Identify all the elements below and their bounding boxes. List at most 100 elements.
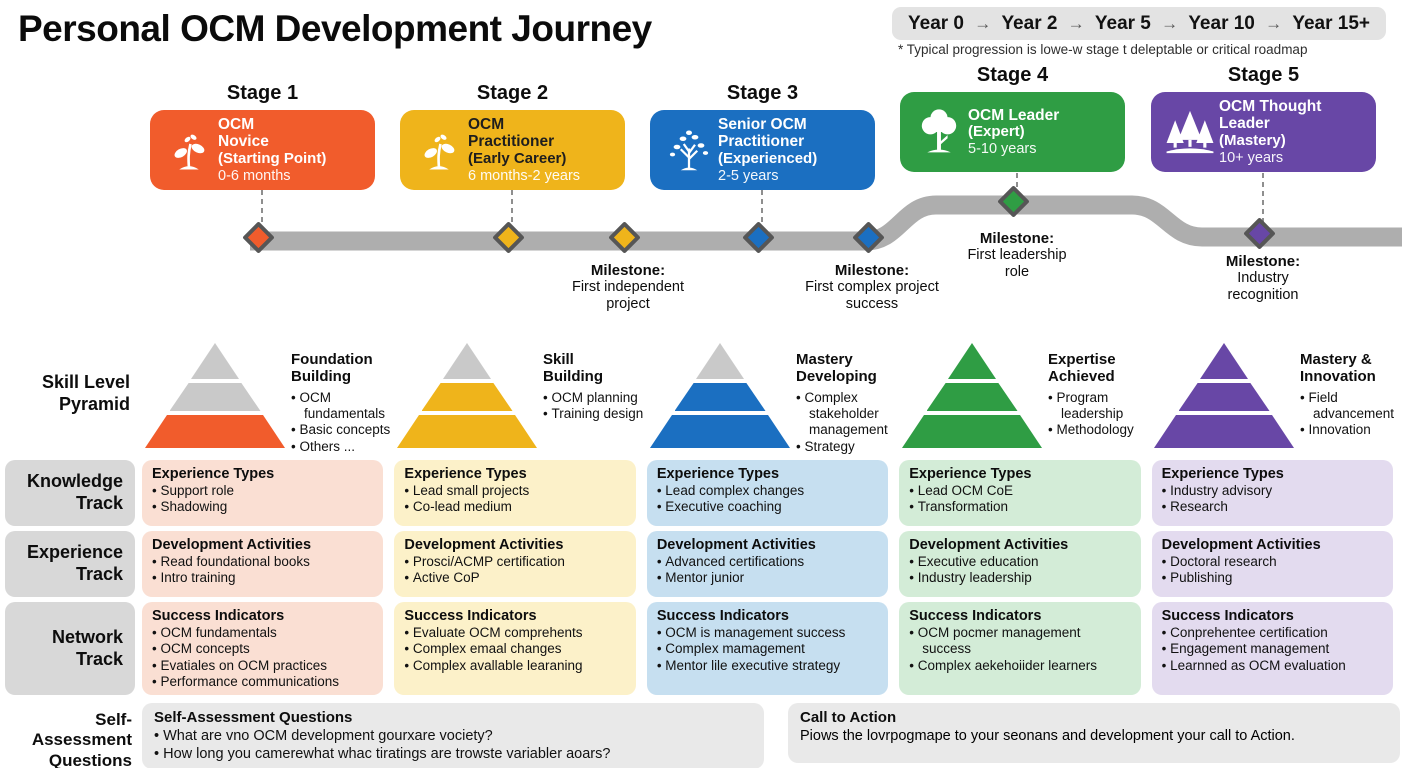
self-assessment-box: Self-Assessment Questions What are vno O… — [142, 703, 764, 768]
milestone-label-1: Milestone: First independent project — [571, 262, 685, 313]
track-label-network: Network Track — [5, 602, 135, 695]
stage-1-subtitle: (Starting Point) — [218, 149, 327, 167]
stage-4-header: Stage 4 — [976, 64, 1049, 86]
bullet-item: Innovation — [1300, 422, 1404, 438]
stage-4-subtitle: (Expert) — [968, 123, 1025, 141]
track-cell: Development Activities Executive educati… — [899, 531, 1141, 597]
track-cell: Development Activities Prosci/ACMP certi… — [394, 531, 636, 597]
road-path — [250, 195, 1402, 251]
stage-5-card: OCM Thought Leader (Mastery) 10+ years — [1151, 92, 1376, 172]
bullet-item: Publishing — [1162, 570, 1383, 586]
track-label-knowledge: Knowledge Track — [5, 460, 135, 526]
track-cell: Success Indicators OCM pocmer management… — [899, 602, 1141, 695]
track-cell: Experience Types Lead small projectsCo-l… — [394, 460, 636, 526]
bullet-item: Program leadership — [1048, 390, 1152, 423]
arrow-right-icon: → — [1265, 13, 1283, 33]
pyramid-icon — [145, 343, 285, 455]
bullet-item: Prosci/ACMP certification — [404, 554, 625, 570]
bullet-item: Mentor lile executive strategy — [657, 658, 878, 674]
stage-1-column: Stage 1 OCM Novice (Starting Point) 0-6 … — [150, 82, 375, 190]
stage-3-card: Senior OCM Practitioner (Experienced) 2-… — [650, 110, 875, 190]
bullet-item: Strategy — [796, 439, 900, 455]
timeline-road — [250, 173, 1402, 251]
stage-2-column: Stage 2 OCM Practitioner (Early Career) … — [400, 82, 625, 190]
pyramid-icon — [902, 343, 1042, 455]
pyramid-bullets: Program leadershipMethodology — [1048, 390, 1152, 439]
bullet-item: OCM concepts — [152, 641, 373, 657]
pyramid-title: Foundation Building — [291, 351, 373, 386]
bullet-item: How long you camerewhat whac tiratings a… — [154, 745, 752, 763]
pyramid-icon — [650, 343, 790, 455]
stage-3-duration: 2-5 years — [718, 167, 779, 184]
bullet-item: Engagement management — [1162, 641, 1383, 657]
pyramid-bullets: Complex stakeholder managementStrategy — [796, 390, 900, 456]
pyramid-expertise: Expertise Achieved Program leadershipMet… — [902, 343, 1152, 455]
year-label: Year 10 — [1188, 12, 1255, 34]
bullet-item: Complex stakeholder management — [796, 390, 900, 439]
stage-1-duration: 0-6 months — [218, 167, 291, 184]
pyramid-skill: Skill Building OCM planningTraining desi… — [397, 343, 647, 455]
bullet-item: Advanced certifications — [657, 554, 878, 570]
bullet-item: Basic concepts — [291, 422, 395, 438]
bullet-item: OCM fundamentals — [152, 625, 373, 641]
track-cell: Success Indicators Evaluate OCM comprehe… — [394, 602, 636, 695]
stage-5-subtitle: (Mastery) — [1219, 131, 1286, 149]
stage-1-header: Stage 1 — [226, 82, 299, 104]
pyramid-title: Mastery & Innovation — [1300, 351, 1376, 386]
bullet-item: Complex mamagement — [657, 641, 878, 657]
stage-3-column: Stage 3 Senior OCM Practitioner (Experie… — [650, 82, 875, 190]
skill-level-pyramid-label: Skill Level Pyramid — [41, 372, 130, 414]
arrow-right-icon: → — [1067, 13, 1085, 33]
track-cell: Experience Types Lead OCM CoETransformat… — [899, 460, 1141, 526]
knowledge-track-row: Knowledge Track Experience Types Support… — [0, 460, 1408, 526]
track-cell: Success Indicators Conprehentee certific… — [1151, 602, 1394, 695]
stage-connector-dashes — [261, 173, 1264, 226]
bullet-item: Evaluate OCM comprehents — [404, 625, 625, 641]
milestone-label-4: Milestone: Industry recognition — [1225, 253, 1301, 304]
pyramid-foundation: Foundation Building OCM fundamentalsBasi… — [145, 343, 395, 455]
arrow-right-icon: → — [1161, 13, 1179, 33]
pyramid-bullets: Field advancementInnovation — [1300, 390, 1404, 439]
year-progression-bar: Year 0 → Year 2 → Year 5 → Year 10 → Yea… — [892, 7, 1386, 40]
pyramid-title: Mastery Developing — [796, 351, 877, 386]
bullet-item: Executive coaching — [657, 499, 878, 515]
bullet-item: Active CoP — [404, 570, 625, 586]
pyramid-title: Skill Building — [543, 351, 603, 386]
stage-2-header: Stage 2 — [476, 82, 549, 104]
pyramid-title: Expertise Achieved — [1048, 351, 1116, 386]
experience-track-row: Experience Track Development Activities … — [0, 531, 1408, 597]
track-cell: Experience Types Support roleShadowing — [142, 460, 384, 526]
arrow-right-icon: → — [974, 13, 992, 33]
stage-3-subtitle: (Experienced) — [718, 149, 818, 167]
bullet-item: What are vno OCM development gourxare vo… — [154, 727, 752, 745]
milestone-label-2: Milestone: First complex project success — [805, 262, 939, 313]
track-cell: Success Indicators OCM is management suc… — [646, 602, 889, 695]
sapling-icon — [660, 124, 718, 176]
bullet-item: Industry advisory — [1162, 483, 1383, 499]
bullet-item: OCM pocmer management success — [909, 625, 1130, 658]
bullet-item: OCM fundamentals — [291, 390, 395, 423]
call-to-action-text: Piows the lovrpogmape to your seonans an… — [800, 728, 1295, 744]
pyramid-bullets: OCM fundamentalsBasic conceptsOthers ... — [291, 390, 395, 456]
bullet-item: OCM is management success — [657, 625, 878, 641]
bullet-item: Conprehentee certification — [1162, 625, 1383, 641]
stage-5-column: Stage 5 OCM Thought Leader (Mastery) 10+… — [1151, 64, 1376, 172]
bullet-item: Co-lead medium — [404, 499, 625, 515]
bullet-item: Intro training — [152, 570, 373, 586]
pine-forest-icon — [1161, 106, 1219, 158]
bullet-item: Executive education — [909, 554, 1130, 570]
track-cell: Development Activities Doctoral research… — [1151, 531, 1394, 597]
bullet-item: Shadowing — [152, 499, 373, 515]
year-label: Year 15+ — [1292, 12, 1370, 34]
bullet-item: Complex avallable learaning — [404, 658, 625, 674]
year-label: Year 5 — [1094, 12, 1151, 34]
stage-2-duration: 6 months-2 years — [468, 167, 581, 184]
page-title: Personal OCM Development Journey — [18, 8, 652, 49]
bullet-item: Complex emaal changes — [404, 641, 625, 657]
bullet-item: Performance communications — [152, 674, 373, 690]
pyramid-icon — [397, 343, 537, 455]
stage-1-title: OCM Novice — [218, 116, 269, 151]
bullet-item: Evatiales on OCM practices — [152, 658, 373, 674]
bullet-item: Training design — [543, 406, 647, 422]
